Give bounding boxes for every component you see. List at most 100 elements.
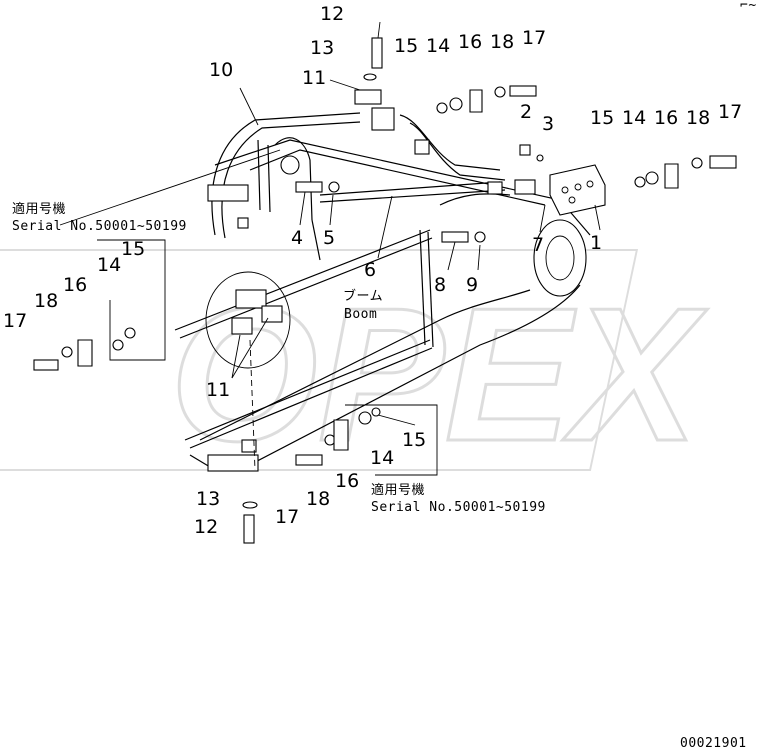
valve-nut <box>487 181 503 195</box>
oring-15-top <box>436 102 448 114</box>
washer-13-top <box>363 73 377 81</box>
oring-15-left <box>112 339 124 351</box>
washer-18-left <box>61 346 73 358</box>
serial-note-2-en: Serial No.50001~50199 <box>371 500 546 515</box>
callout-11-top: 11 <box>302 67 326 89</box>
callout-14-right: 14 <box>622 107 646 129</box>
oring-15-lower <box>371 407 381 417</box>
washer-18-top <box>494 86 506 98</box>
valve-block <box>487 164 606 216</box>
callout-12-top: 12 <box>320 3 344 25</box>
boom-foot-boss <box>533 219 587 297</box>
clamp <box>207 184 249 202</box>
seal-14-top <box>449 97 463 111</box>
callout-16-lower: 16 <box>335 470 359 492</box>
callout-14-lower: 14 <box>370 447 394 469</box>
nut-2 <box>519 144 531 156</box>
callout-4: 4 <box>291 227 303 249</box>
detail-clamp <box>235 289 267 309</box>
flange-16-right <box>664 163 679 189</box>
washer-13-bottom <box>242 501 258 509</box>
oring-3 <box>536 154 544 162</box>
callout-7: 7 <box>532 234 544 256</box>
seal-14-right <box>645 171 659 185</box>
washer-18-right <box>691 157 703 169</box>
serial-note-2-jp: 適用号機 <box>371 482 425 498</box>
serial-box-left <box>97 239 166 361</box>
callout-18-lower: 18 <box>306 488 330 510</box>
bolt-17-left <box>33 359 59 371</box>
bolt-12-top <box>371 37 383 69</box>
callout-15-lower: 15 <box>402 429 426 451</box>
tube-clamps <box>207 89 430 472</box>
bolt-17-lower <box>295 454 323 466</box>
callout-6: 6 <box>364 259 376 281</box>
bolt-8 <box>441 231 469 243</box>
flange-16-top <box>469 89 483 113</box>
callout-13-bottom: 13 <box>196 488 220 510</box>
clamp-nut <box>237 217 249 229</box>
hydraulic-tubes <box>174 112 511 449</box>
clamp-small <box>414 139 430 155</box>
callout-18-top: 18 <box>490 31 514 53</box>
callout-2: 2 <box>520 101 532 123</box>
detail-block-a <box>231 317 253 335</box>
callout-15-left: 15 <box>121 238 145 260</box>
callout-5: 5 <box>323 227 335 249</box>
bolt-4 <box>295 181 323 193</box>
serial-note-1-jp: 適用号機 <box>12 201 66 217</box>
bolt-17-right <box>709 155 737 169</box>
oring-15-right <box>634 176 646 188</box>
flange-16-lower <box>333 419 349 451</box>
bolt-12-bottom <box>243 514 255 544</box>
callout-16-right: 16 <box>654 107 678 129</box>
callout-10: 10 <box>209 59 233 81</box>
washer-9 <box>474 231 486 243</box>
callout-3: 3 <box>542 113 554 135</box>
detail-block-b <box>261 305 283 323</box>
boom-label-en: Boom <box>344 307 377 322</box>
drawing-number: 00021901 <box>680 736 747 751</box>
clamp-lower <box>207 454 259 472</box>
clamp-lower-nut <box>241 439 257 453</box>
clamp-top <box>354 89 382 105</box>
callout-12-bottom: 12 <box>194 516 218 538</box>
washer-5 <box>328 181 340 193</box>
callout-15-right: 15 <box>590 107 614 129</box>
callout-16-top: 16 <box>458 31 482 53</box>
serial-note-1-en: Serial No.50001~50199 <box>12 219 187 234</box>
callout-18-left: 18 <box>34 290 58 312</box>
watermark: OPEX <box>0 249 710 483</box>
callout-labels: 12 13 11 10 15 14 16 18 17 2 3 15 14 16 … <box>3 3 742 538</box>
boom-body <box>189 137 591 471</box>
corner-mark: ⌐~ <box>740 0 757 13</box>
clamp-block <box>371 107 395 131</box>
callout-11-lower: 11 <box>206 379 230 401</box>
callout-15-top: 15 <box>394 35 418 57</box>
callout-1: 1 <box>590 232 602 254</box>
callout-13-top: 13 <box>310 37 334 59</box>
leader-lines <box>59 21 601 426</box>
valve-fitting <box>514 179 536 195</box>
seal-14-left <box>124 327 136 339</box>
callout-17-left: 17 <box>3 310 27 332</box>
callout-17-top: 17 <box>522 27 546 49</box>
flange-16-left <box>77 339 93 367</box>
boom-pin-hole <box>280 155 300 175</box>
bolt-17-top <box>509 85 537 97</box>
callout-14-left: 14 <box>97 254 121 276</box>
notes: ブーム Boom 適用号機 Serial No.50001~50199 適用号機… <box>12 0 757 751</box>
callout-8: 8 <box>434 274 446 296</box>
callout-16-left: 16 <box>63 274 87 296</box>
seal-14-lower <box>358 411 372 425</box>
detail-circle <box>205 271 291 471</box>
callout-17-lower: 17 <box>275 506 299 528</box>
callout-18-right: 18 <box>686 107 710 129</box>
callout-14-top: 14 <box>426 35 450 57</box>
boom-label-jp: ブーム <box>343 288 383 304</box>
callout-9: 9 <box>466 274 478 296</box>
callout-17-right: 17 <box>718 101 742 123</box>
serial-box-right <box>345 404 438 476</box>
